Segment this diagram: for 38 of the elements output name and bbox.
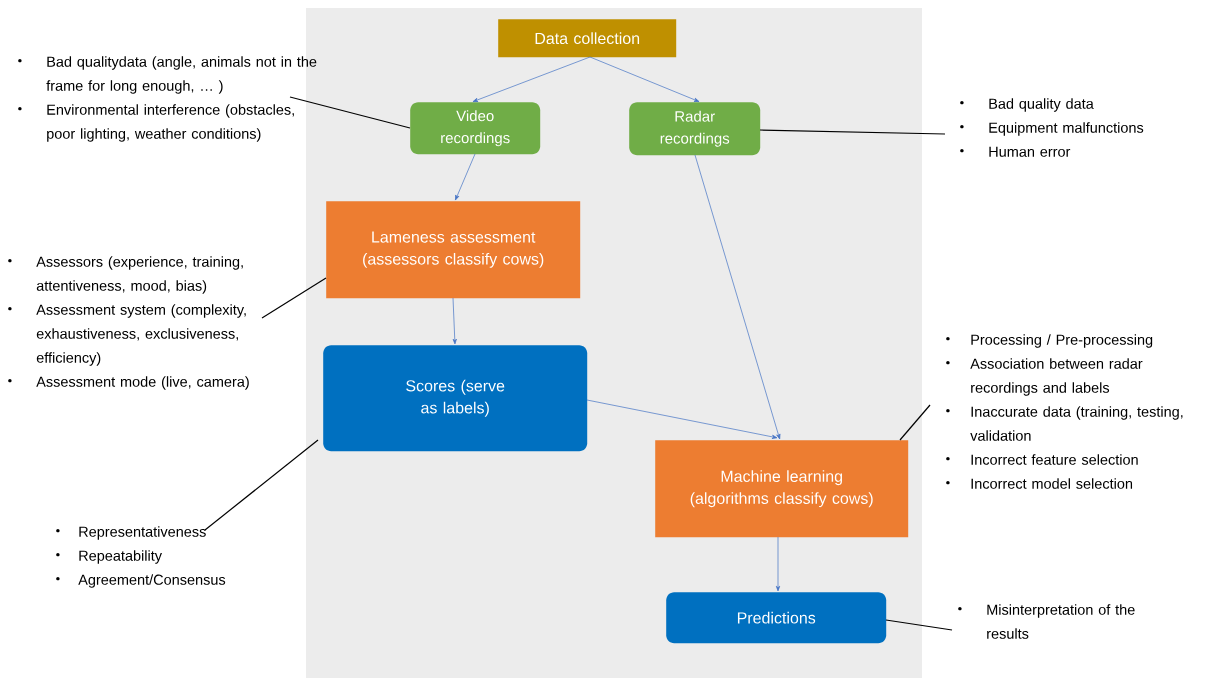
bullet-item: Assessors (experience, training, attentiveness, mood, bias) [8,256,243,294]
leader-line [759,129,946,135]
rounded-box: Predictions [666,592,887,644]
arrow [455,153,476,201]
bullet-item: Incorrect feature selection [946,454,1138,465]
rounded-box: Scores (serve as labels) [323,345,588,452]
bullet-item: Processing / Pre-processing [946,334,1153,348]
bullet-item: Incorrect model selection [946,478,1133,489]
bullet-item: Assessment mode (live, camera) [8,376,249,390]
process-box: Data collection [498,19,677,58]
bullet-item: Environmental interference (obstacles, poor lighting, weather conditions) [18,104,294,142]
bullet-item: Human error [960,146,1071,157]
leader-line [204,439,319,531]
arrow [586,399,778,439]
node-label: Misinterpretation of the results [987,604,1135,639]
arrow [589,56,700,102]
leader-line [899,404,931,441]
leader-line [885,619,953,631]
bullet-item: Repeatability [56,550,162,564]
process-box: Machine learning (algorithms classify cows) [655,440,909,538]
bullet-item: Bad quality data [960,98,1094,112]
arrow [694,154,781,440]
process-box: Lameness assessment (assessors classify cows) [326,201,581,299]
bullet-item: Misinterpretation of the results [958,604,1135,639]
arrow [775,536,781,592]
bullet-item: Representativeness [56,526,206,540]
leader-line [261,277,327,319]
bullet-item: Inaccurate data (training, testing, validation [946,406,1183,441]
arrow [472,56,591,102]
bullet-item: Bad qualitydata (angle, animals not in the frame for long enough, … ) [18,56,317,94]
rounded-box: Video recordings [410,102,541,155]
leader-line [289,96,411,129]
bullet-item: Assessment system (complexity, exhaustiveness, exclusiveness, efficiency) [8,304,246,366]
bullet-item: Association between radar recordings and labels [946,358,1143,396]
arrow [452,297,457,345]
bullet-item: Agreement/Consensus [56,574,226,588]
rounded-box: Radar recordings [629,102,761,156]
bullet-item: Equipment malfunctions [960,122,1144,136]
